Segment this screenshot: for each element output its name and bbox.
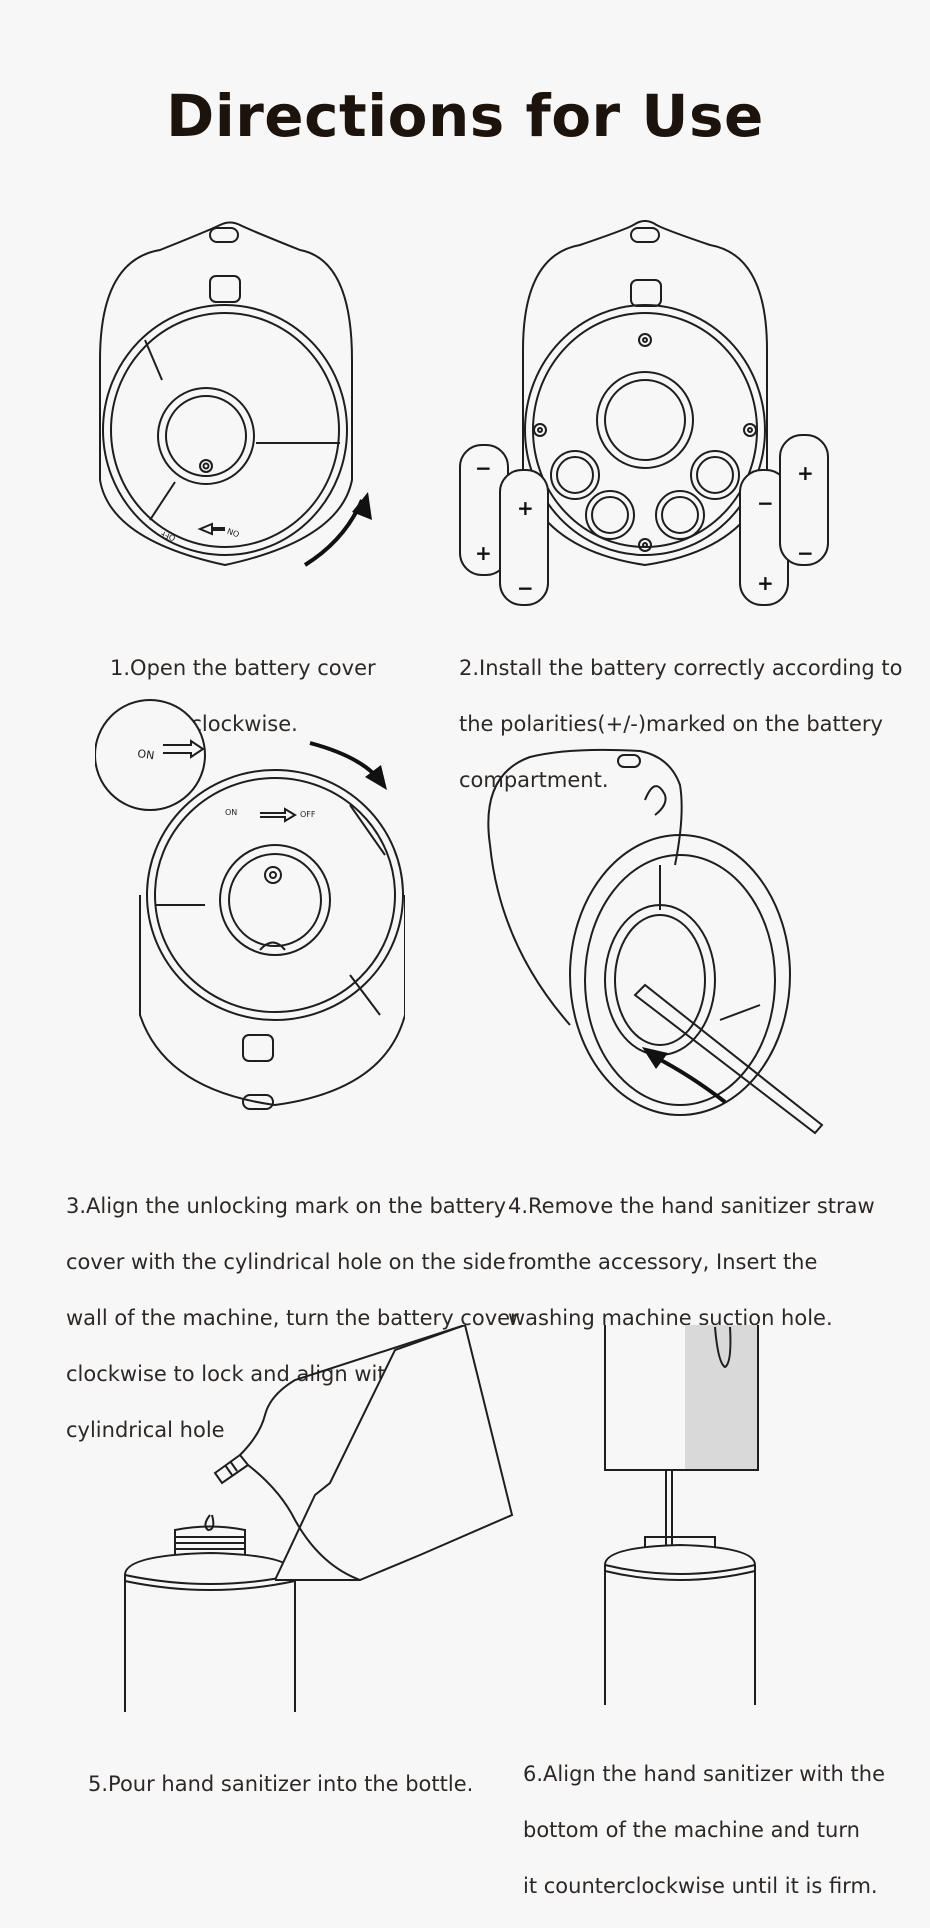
battery2-plus: + [517, 496, 534, 520]
battery3-minus: − [757, 491, 774, 515]
step6-illustration [600, 1325, 760, 1710]
step2-line: compartment. [459, 768, 609, 792]
step3-caption: 3.Align the unlocking mark on the batter… [66, 1164, 519, 1472]
off-mark-3: OFF [300, 810, 316, 819]
battery3-plus: + [757, 571, 774, 595]
battery1-plus: + [475, 541, 492, 565]
step3-line: wall of the machine, turn the battery co… [66, 1306, 519, 1330]
step2-line: the polarities(+/-)marked on the battery [459, 712, 883, 736]
battery4-plus: + [797, 461, 814, 485]
step1-line: 1.Open the battery cover [110, 656, 376, 680]
battery1-minus: − [475, 456, 492, 480]
step4-line: washing machine suction hole. [508, 1306, 833, 1330]
step1-caption: 1.Open the battery cover counterclockwis… [110, 626, 376, 766]
on-mark-3: ON [225, 808, 237, 817]
step1-illustration: OFF ON [90, 220, 390, 580]
step6-caption: 6.Align the hand sanitizer with the bott… [523, 1732, 885, 1928]
battery4-minus: − [797, 541, 814, 565]
step3-line: cover with the cylindrical hole on the s… [66, 1250, 506, 1274]
step3-line: 3.Align the unlocking mark on the batter… [66, 1194, 507, 1218]
step5-line: 5.Pour hand sanitizer into the bottle. [88, 1772, 474, 1796]
zoom-on-mark: ON [137, 747, 156, 762]
step5-illustration [120, 1325, 520, 1715]
step2-caption: 2.Install the battery correctly accordin… [459, 626, 903, 822]
step4-line: 4.Remove the hand sanitizer straw [508, 1194, 875, 1218]
step6-line: 6.Align the hand sanitizer with the [523, 1762, 885, 1786]
step3-illustration: ON ON OFF [95, 695, 405, 1120]
battery2-minus: − [517, 576, 534, 600]
step2-illustration: − + + − − + + − [455, 220, 855, 610]
step6-line: it counterclockwise until it is firm. [523, 1874, 878, 1898]
step6-line: bottom of the machine and turn [523, 1818, 860, 1842]
step4-illustration [470, 745, 840, 1140]
step3-line: cylindrical hole [66, 1418, 225, 1442]
step4-caption: 4.Remove the hand sanitizer straw fromth… [508, 1164, 875, 1360]
on-mark: ON [226, 526, 241, 539]
step4-line: fromthe accessory, Insert the [508, 1250, 818, 1274]
page-title: Directions for Use [166, 82, 764, 150]
step2-line: 2.Install the battery correctly accordin… [459, 656, 903, 680]
step5-caption: 5.Pour hand sanitizer into the bottle. [88, 1742, 473, 1826]
